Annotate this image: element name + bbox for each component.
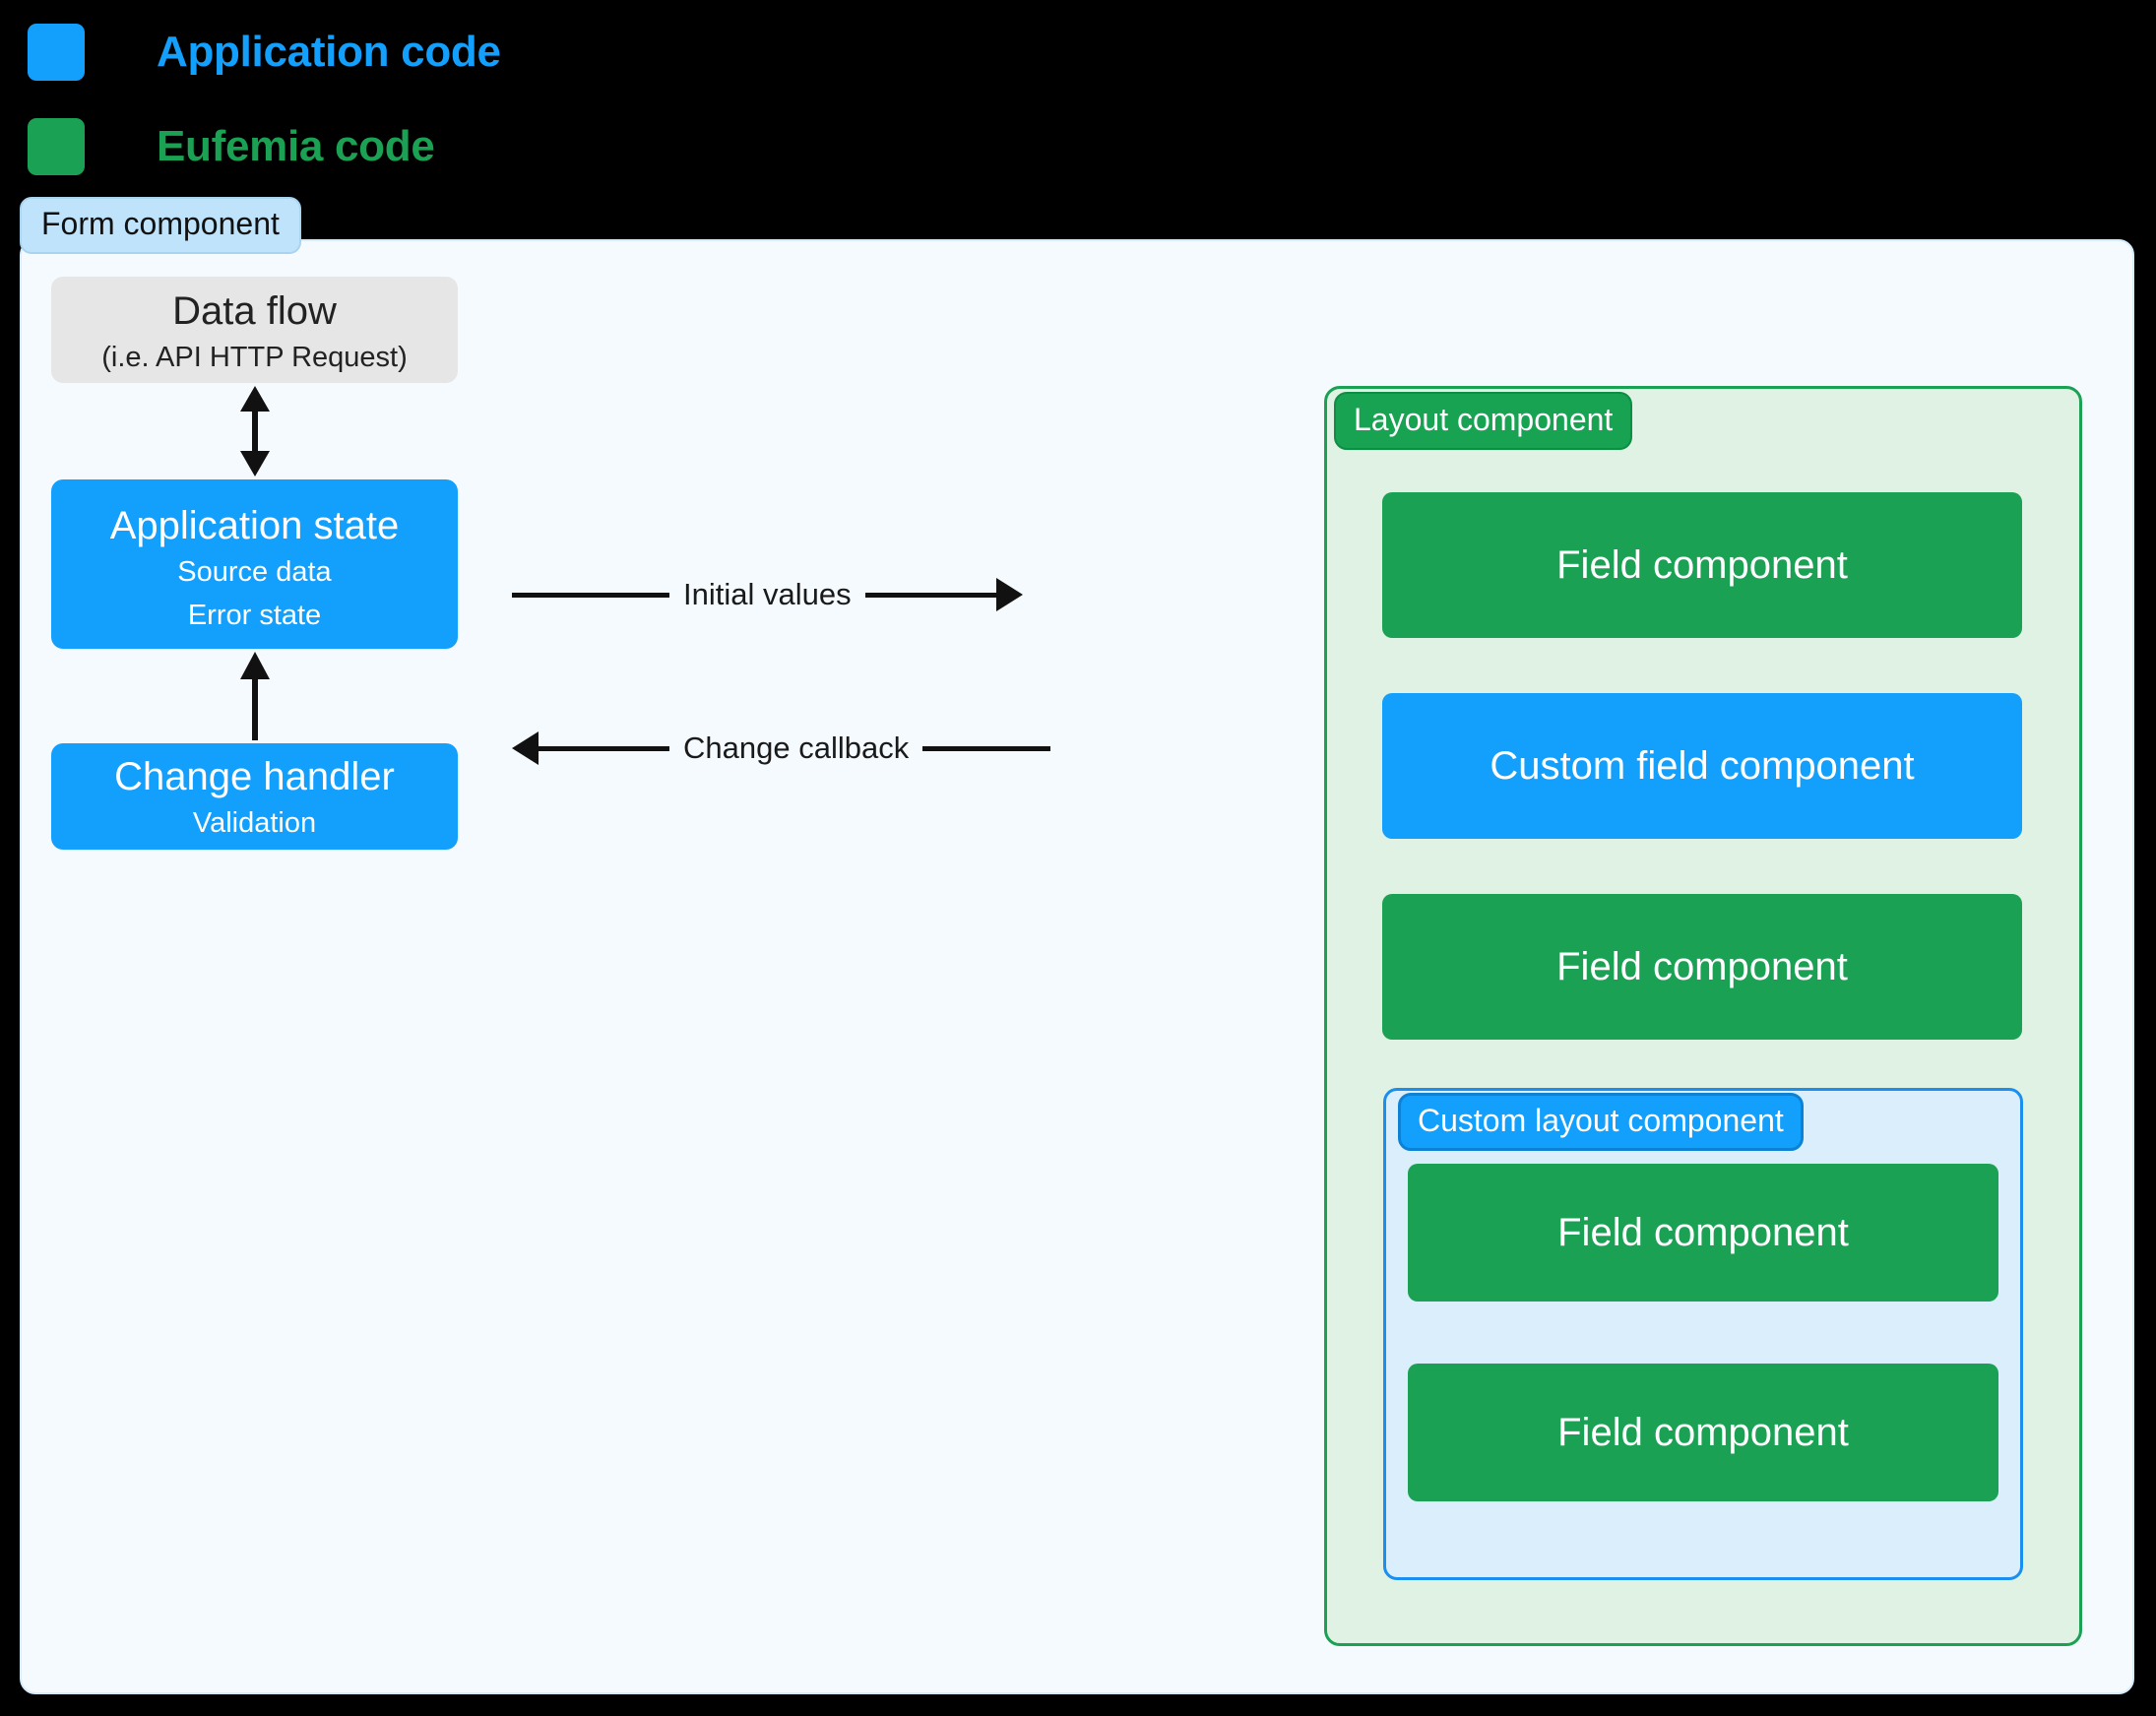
arrow-dataflow-appstate-icon [240, 386, 270, 477]
field-component-2: Field component [1382, 894, 2022, 1040]
flow-change-callback-line-left [537, 745, 669, 751]
legend-label-eufemia-code: Eufemia code [157, 122, 435, 170]
flow-initial-values-line-left [512, 592, 669, 598]
layout-component-badge: Layout component [1334, 392, 1633, 450]
flow-initial-values: Initial values [512, 577, 1023, 612]
arrow-head-right-icon [995, 578, 1023, 611]
flow-change-callback-line-right [922, 745, 1051, 751]
custom-layout-component-container [1383, 1088, 2023, 1580]
node-change-handler-subtitle: Validation [192, 807, 317, 840]
node-data-flow: Data flow (i.e. API HTTP Request) [51, 277, 458, 383]
legend-swatch-green [28, 118, 85, 175]
arrow-changehandler-appstate-icon [240, 652, 270, 740]
node-application-state: Application state Source data Error stat… [51, 479, 458, 649]
legend: Application code Eufemia code [28, 18, 501, 207]
custom-layout-component-badge: Custom layout component [1398, 1093, 1804, 1151]
arrow-head-left-icon [512, 731, 539, 765]
field-component-3: Field component [1408, 1164, 1998, 1302]
node-application-state-sub-error-state: Error state [187, 600, 322, 631]
field-component-4: Field component [1408, 1364, 1998, 1501]
legend-item-application-code: Application code [28, 18, 501, 87]
flow-change-callback: Change callback [512, 731, 1051, 766]
node-application-state-sub-source-data: Source data [177, 556, 332, 589]
node-change-handler-title: Change handler [114, 755, 395, 799]
legend-item-eufemia-code: Eufemia code [28, 112, 501, 181]
flow-change-callback-label: Change callback [683, 731, 910, 765]
legend-swatch-blue [28, 24, 85, 81]
node-data-flow-subtitle: (i.e. API HTTP Request) [101, 342, 408, 374]
node-application-state-title: Application state [109, 504, 400, 548]
legend-label-application-code: Application code [157, 28, 501, 76]
node-data-flow-title: Data flow [172, 289, 337, 334]
flow-initial-values-label: Initial values [683, 577, 852, 611]
form-component-badge: Form component [20, 197, 301, 254]
field-component-1: Field component [1382, 492, 2022, 638]
custom-field-component: Custom field component [1382, 693, 2022, 839]
flow-initial-values-line-right [864, 592, 998, 598]
node-change-handler: Change handler Validation [51, 743, 458, 850]
